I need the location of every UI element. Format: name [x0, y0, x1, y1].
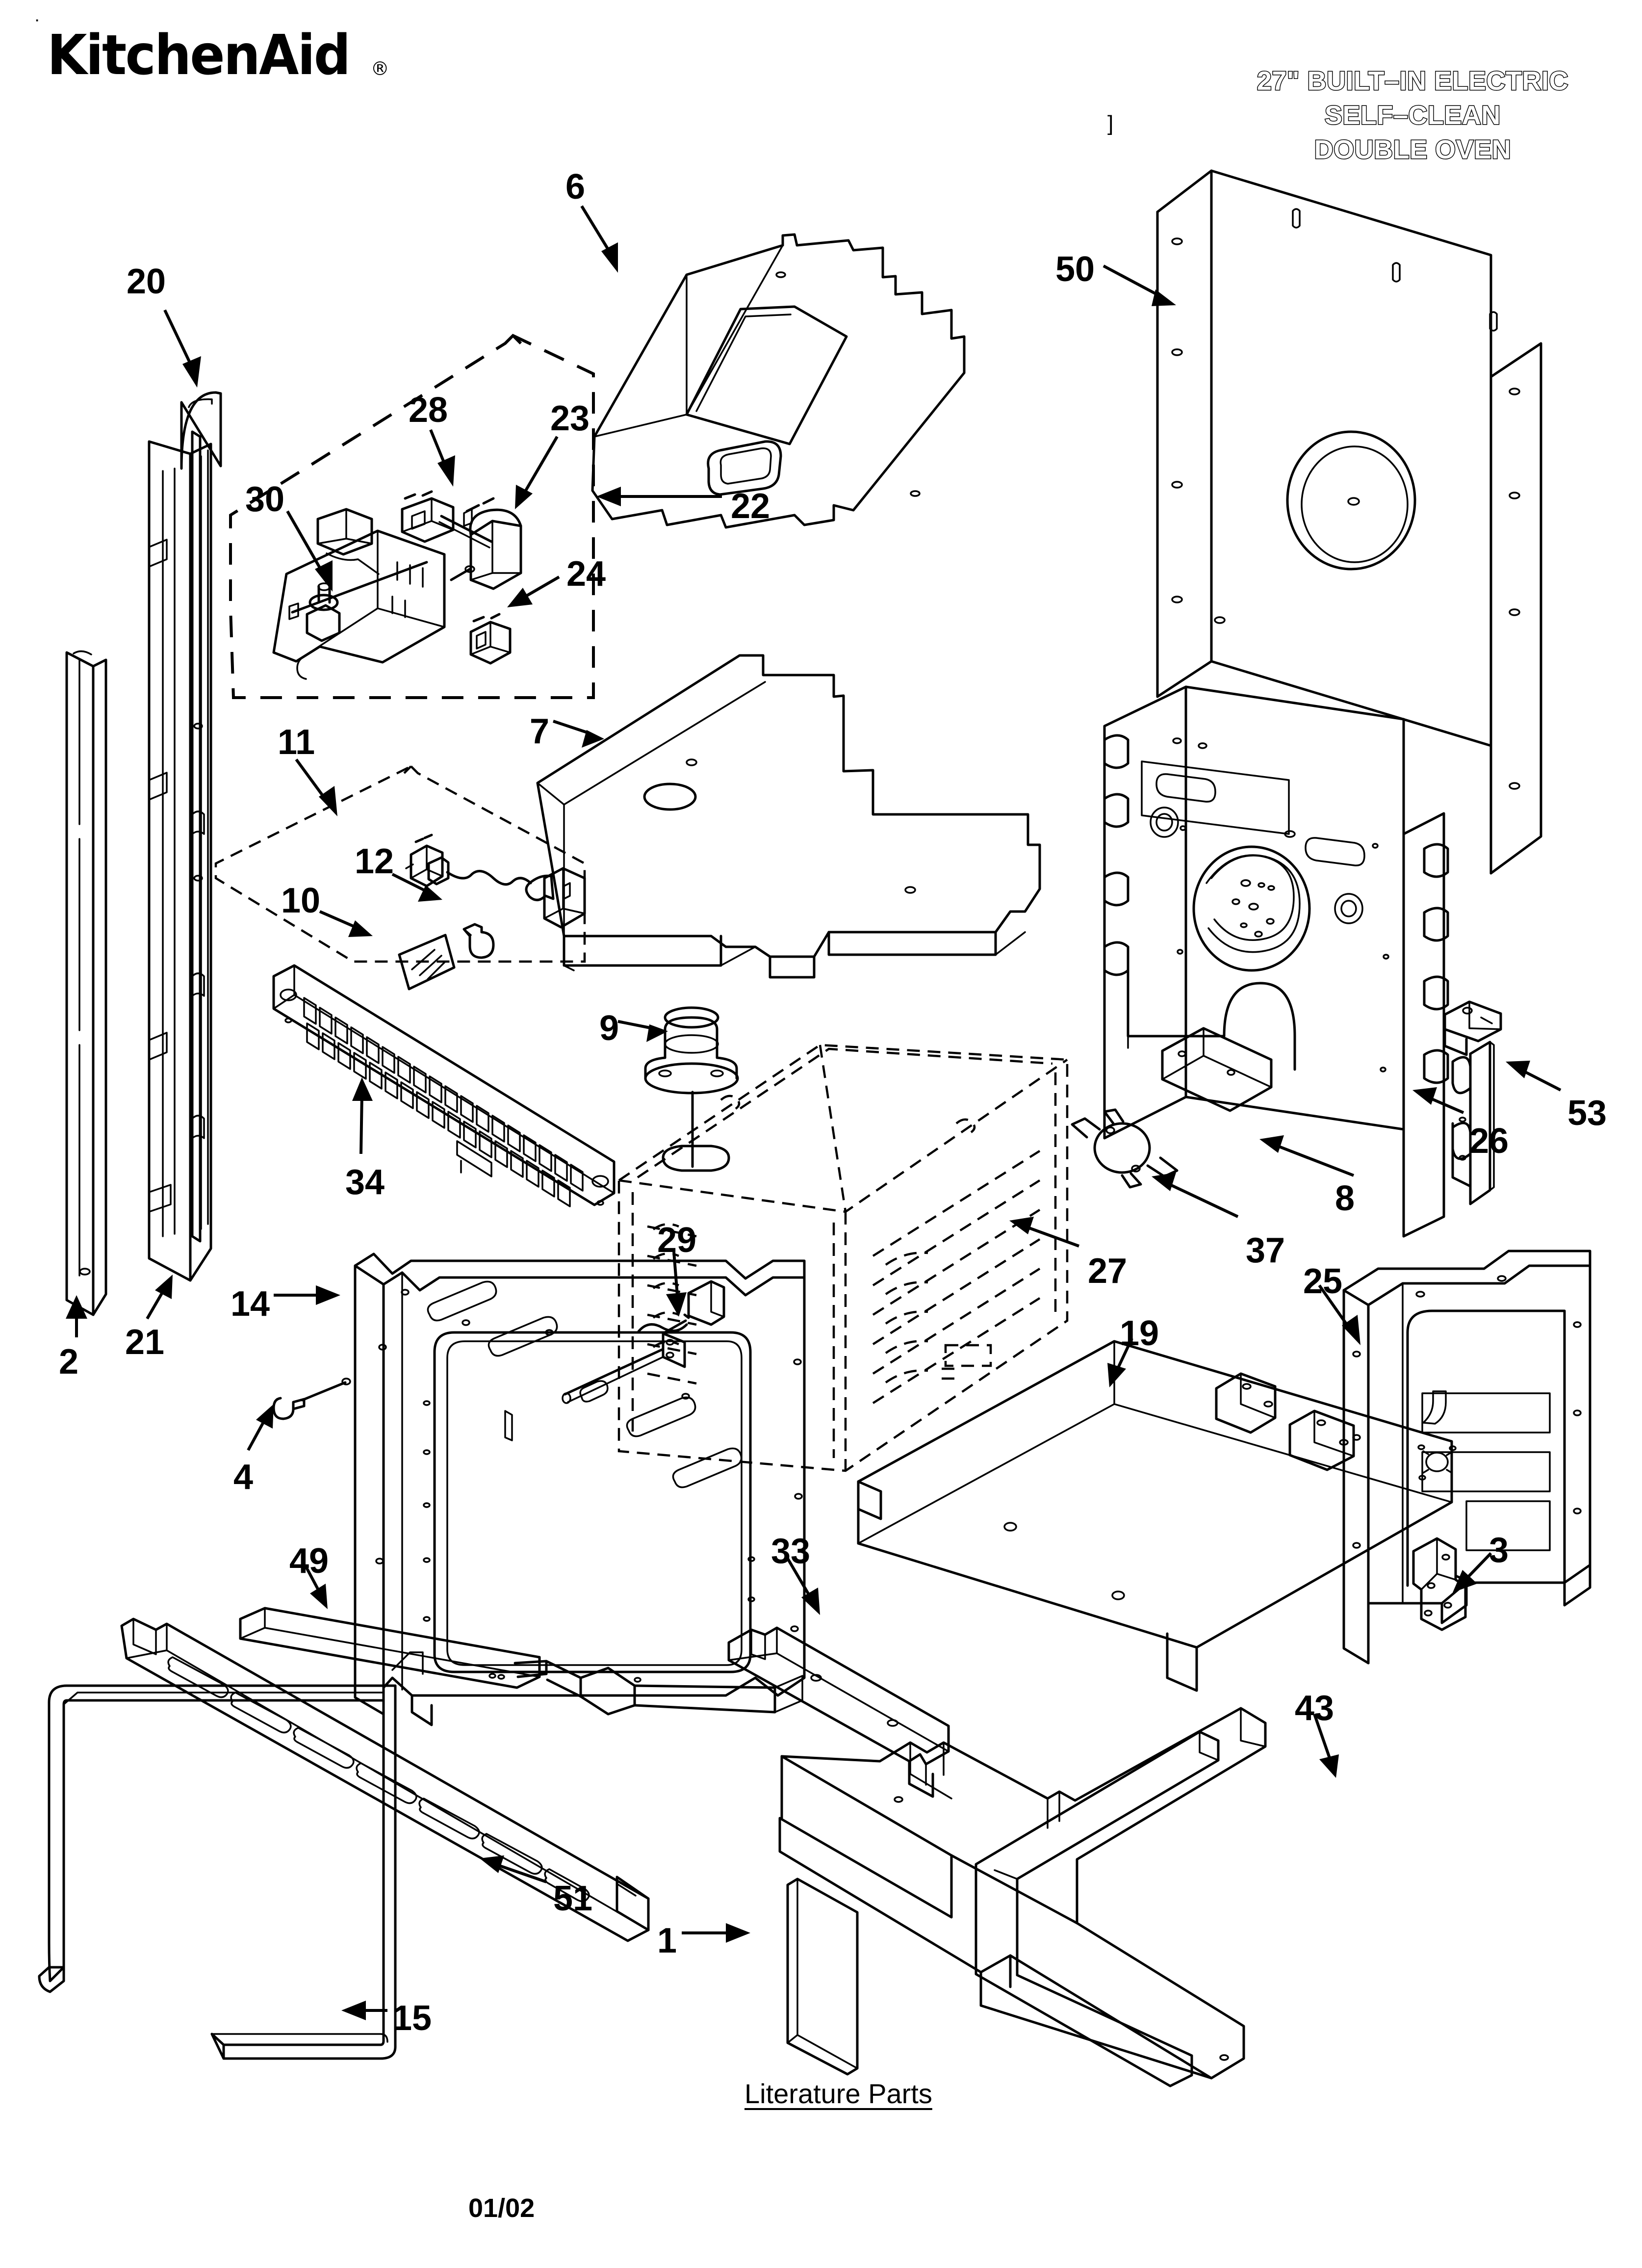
callout-leaders: [66, 205, 1562, 2020]
part-53-retaining-clip: [1443, 1000, 1502, 1056]
group-22-dashed-boundary: [229, 334, 595, 699]
callout-label-8: 8: [1335, 1179, 1355, 1218]
part-30-control-bracket: [272, 508, 446, 680]
callout-label-37: 37: [1246, 1231, 1285, 1270]
part-23-timer-motor: [450, 497, 522, 590]
part-26-hinge-bar: [1451, 1041, 1495, 1205]
registration-tick-mark: ·: [35, 13, 40, 27]
oven-side-panel: [1103, 685, 1449, 1238]
callout-label-12: 12: [355, 842, 394, 881]
callout-label-2: 2: [59, 1342, 79, 1382]
part-29-temperature-sensor: [562, 1280, 725, 1404]
part-33-channel-rail: [727, 1626, 950, 1798]
stray-bracket-mark: ]: [1107, 111, 1114, 135]
callout-label-20: 20: [127, 262, 166, 301]
part-24-relay-block: [469, 613, 512, 665]
page-number-footer: 01/02: [468, 2193, 535, 2223]
callout-label-24: 24: [566, 554, 606, 594]
part-28-switch: [401, 490, 493, 548]
part-50-rear-panel: [1156, 169, 1542, 875]
callout-label-23: 23: [550, 399, 590, 438]
part-19-bottom-shelf: [857, 1340, 1453, 1692]
callout-label-14: 14: [231, 1284, 270, 1324]
part-14-front-frame: [354, 1252, 806, 1726]
part-4-grommet: [272, 1378, 351, 1420]
part-2-trim-rod: [65, 650, 107, 1316]
callout-label-21: 21: [125, 1323, 165, 1362]
part-15-door-gasket: [38, 1684, 397, 2060]
callout-label-50: 50: [1055, 250, 1095, 289]
part-6-top-vent-cover: [591, 233, 966, 529]
group-11-dashed-boundary: [214, 765, 586, 963]
title-line-1: 27" BUILT–IN ELECTRIC: [1256, 65, 1569, 96]
literature-parts-note: Literature Parts: [744, 2078, 932, 2109]
callout-label-22: 22: [731, 487, 770, 526]
part-49-support-rail: [239, 1607, 803, 1716]
callout-label-11: 11: [278, 723, 315, 762]
callout-label-10: 10: [281, 881, 321, 920]
part-25-front-door-panel: [1342, 1250, 1591, 1665]
callout-label-9: 9: [599, 1009, 619, 1048]
title-line-2: SELF–CLEAN: [1324, 100, 1501, 131]
callout-label-15: 15: [392, 1999, 432, 2038]
diagram-title: 27" BUILT–IN ELECTRIC SELF–CLEAN DOUBLE …: [1256, 64, 1569, 167]
kitchenaid-logo: KitchenAid ®: [47, 24, 389, 87]
part-7-top-panel: [536, 654, 1041, 979]
brand-wordmark: KitchenAid: [47, 24, 351, 87]
title-line-3: DOUBLE OVEN: [1313, 134, 1512, 165]
part-10-panel-insert: [398, 934, 456, 991]
callout-label-28: 28: [409, 391, 448, 430]
callout-label-30: 30: [245, 480, 285, 519]
callout-label-49: 49: [289, 1541, 329, 1581]
part-43-bottom-frame: [778, 1707, 1267, 2087]
callout-label-3: 3: [1489, 1531, 1509, 1570]
callout-label-26: 26: [1469, 1121, 1509, 1161]
part-34-vent-grille: [272, 964, 616, 1207]
part-27-oven-cavity: [617, 1043, 1069, 1472]
callout-label-7: 7: [530, 712, 550, 751]
callout-label-27: 27: [1088, 1251, 1128, 1291]
part-37-thermal-limiter: [1071, 1108, 1179, 1189]
part-21-side-trim: [148, 430, 212, 1282]
callout-label-34: 34: [345, 1163, 385, 1202]
part-20-end-cap: [180, 391, 222, 470]
callout-label-53: 53: [1567, 1094, 1607, 1133]
part-9-blower-motor: [644, 1006, 739, 1172]
part-1-literature-sheet: [786, 1877, 859, 2076]
callout-label-6: 6: [565, 167, 586, 207]
callout-label-19: 19: [1120, 1314, 1159, 1353]
callout-label-51: 51: [553, 1879, 593, 1918]
callout-label-1: 1: [657, 1921, 677, 1960]
callout-label-33: 33: [771, 1532, 811, 1571]
part-12-lamp-assembly: [405, 834, 586, 959]
callout-label-25: 25: [1303, 1262, 1343, 1301]
part-8-mounting-bar: [1161, 1027, 1273, 1112]
registered-trademark-icon: ®: [370, 58, 389, 80]
part-51-front-trim: [120, 1617, 650, 1942]
callout-label-29: 29: [657, 1221, 697, 1260]
callout-label-43: 43: [1295, 1689, 1334, 1728]
callout-label-4: 4: [233, 1458, 254, 1497]
